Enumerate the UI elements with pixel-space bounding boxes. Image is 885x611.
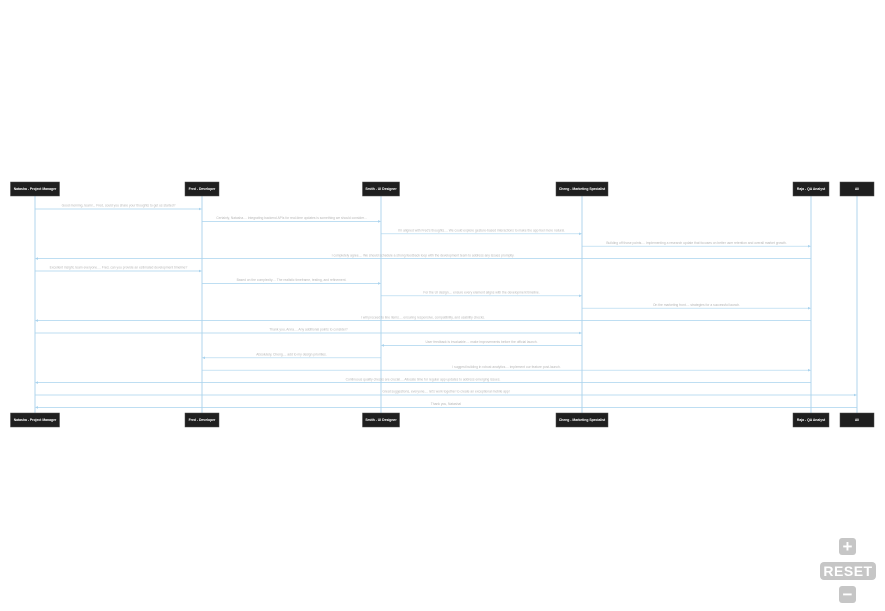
actor-box	[792, 181, 830, 197]
actor-label: Smith - UI Designer	[365, 418, 397, 422]
arrowhead	[808, 244, 811, 248]
actor-smith-bottom: Smith - UI Designer	[362, 412, 400, 428]
arrowhead	[579, 331, 582, 335]
message-text: Excellent insight, team everyone.... Fre…	[50, 266, 188, 270]
zoom-controls: + RESET −	[820, 536, 876, 604]
actor-natasha-top: Natasha - Project Manager	[10, 181, 60, 197]
message-text: Certainly, Natasha.... Integrating backe…	[216, 216, 366, 220]
message-text: Building off those points.... Implementi…	[606, 241, 786, 245]
arrowhead	[808, 306, 811, 310]
message-1: Good morning, team!... Fred, could you s…	[35, 204, 202, 211]
message-text: Thank you, Natasha!	[431, 402, 462, 406]
zoom-out-button[interactable]: −	[839, 586, 856, 603]
actor-box	[184, 181, 220, 197]
message-6: Excellent insight, team everyone.... Fre…	[35, 266, 202, 273]
message-14: I suggest building in robust analytics..…	[202, 365, 811, 372]
message-11: Thank you, Anna.... Any additional point…	[35, 328, 582, 335]
actor-box	[10, 412, 60, 428]
actor-cheng-top: Cheng - Marketing Specialist	[555, 181, 609, 197]
message-16: Great suggestions, everyone.... let's wo…	[35, 390, 857, 397]
actor-label: Natasha - Project Manager	[14, 187, 57, 191]
actor-cheng-bottom: Cheng - Marketing Specialist	[555, 412, 609, 428]
actor-box	[362, 181, 400, 197]
message-text: I will proceed to line items.... ensurin…	[361, 315, 485, 319]
arrowhead	[199, 269, 202, 273]
arrowhead	[35, 381, 38, 384]
actor-label: Raja - QA Analyst	[797, 187, 826, 191]
arrowhead	[378, 220, 381, 223]
actor-label: Fred - Developer	[189, 418, 216, 422]
message-text: I completely agree.... We should schedul…	[332, 253, 515, 257]
actor-label: Fred - Developer	[189, 187, 216, 191]
zoom-in-button[interactable]: +	[839, 538, 856, 555]
message-10: I will proceed to line items.... ensurin…	[35, 315, 811, 322]
message-9: On the marketing front.... strategies fo…	[582, 303, 811, 310]
message-13: Absolutely, Cheng.... add to my design p…	[202, 353, 381, 360]
arrowhead	[854, 393, 857, 397]
message-text: I suggest building in robust analytics..…	[452, 365, 561, 369]
actor-raja-top: Raja - QA Analyst	[792, 181, 830, 197]
actor-fred-bottom: Fred - Developer	[184, 412, 220, 428]
message-text: Continuous quality checks are crucial...…	[346, 377, 501, 381]
message-text: Based on the complexity.... The realisti…	[237, 278, 347, 282]
actor-box	[10, 181, 60, 197]
actor-label: Ali	[855, 187, 859, 191]
actor-fred-top: Fred - Developer	[184, 181, 220, 197]
arrowhead	[35, 319, 38, 322]
actor-box	[792, 412, 830, 428]
actor-box	[555, 181, 609, 197]
arrowhead	[579, 294, 582, 298]
arrowhead	[808, 368, 811, 372]
actor-ali-top: Ali	[839, 181, 875, 197]
actor-box	[362, 412, 400, 428]
arrowhead	[202, 356, 205, 360]
message-4: Building off those points.... Implementi…	[582, 241, 811, 248]
message-5: I completely agree.... We should schedul…	[35, 253, 811, 260]
message-text: Great suggestions, everyone.... let's wo…	[382, 390, 509, 394]
message-text: Good morning, team!... Fred, could you s…	[62, 204, 176, 208]
actor-box	[839, 181, 875, 197]
actor-raja-bottom: Raja - QA Analyst	[792, 412, 830, 428]
actor-ali-bottom: Ali	[839, 412, 875, 428]
message-7: Based on the complexity.... The realisti…	[202, 278, 381, 285]
message-17: Thank you, Natasha!	[35, 402, 857, 409]
actor-label: Cheng - Marketing Specialist	[559, 418, 606, 422]
arrowhead	[381, 344, 384, 347]
message-12: User feedback is invaluable.... make imp…	[381, 340, 582, 347]
actor-label: Cheng - Marketing Specialist	[559, 187, 606, 191]
message-text: On the marketing front.... strategies fo…	[653, 303, 740, 307]
actor-label: Raja - QA Analyst	[797, 418, 826, 422]
arrowhead	[378, 282, 381, 285]
message-2: Certainly, Natasha.... Integrating backe…	[202, 216, 381, 223]
actor-box	[184, 412, 220, 428]
arrowhead	[35, 406, 38, 409]
message-text: Absolutely, Cheng.... add to my design p…	[256, 353, 327, 357]
arrowhead	[35, 257, 38, 260]
reset-button[interactable]: RESET	[820, 562, 876, 580]
message-15: Continuous quality checks are crucial...…	[35, 377, 811, 384]
message-8: For the UI design.... ensure every eleme…	[381, 291, 582, 298]
actor-box	[839, 412, 875, 428]
actor-box	[555, 412, 609, 428]
actor-label: Ali	[855, 418, 859, 422]
message-text: Thank you, Anna.... Any additional point…	[269, 328, 348, 332]
actor-natasha-bottom: Natasha - Project Manager	[10, 412, 60, 428]
arrowhead	[199, 207, 202, 211]
arrowhead	[579, 232, 582, 236]
message-3: I'm aligned with Fred's thoughts.... We …	[381, 229, 582, 236]
message-text: For the UI design.... ensure every eleme…	[423, 291, 539, 295]
message-text: User feedback is invaluable.... make imp…	[425, 340, 537, 344]
actor-smith-top: Smith - UI Designer	[362, 181, 400, 197]
actor-label: Smith - UI Designer	[365, 187, 397, 191]
actor-label: Natasha - Project Manager	[14, 418, 57, 422]
message-text: I'm aligned with Fred's thoughts.... We …	[398, 229, 565, 233]
